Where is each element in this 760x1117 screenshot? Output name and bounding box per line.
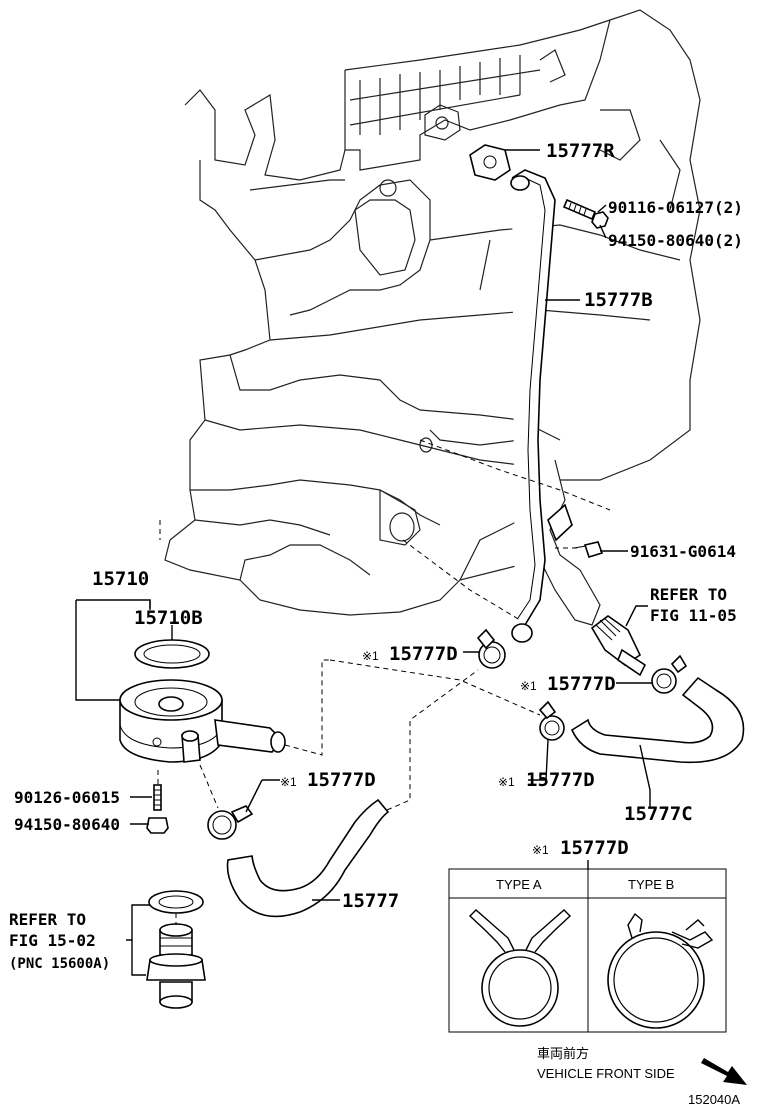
label-15777d-1: 15777D — [389, 643, 458, 665]
mark-d3: ※1 — [498, 775, 515, 789]
nut-94150 — [146, 817, 169, 834]
front-arrow-icon — [701, 1058, 747, 1085]
clamp-type-legend: ※1 15777D TYPE A TYPE B — [448, 837, 727, 1033]
engine-block-outline — [164, 9, 701, 626]
clamp-type-b-drawing — [607, 912, 714, 1029]
stud-90126 — [153, 784, 162, 811]
gasket-15710b — [134, 639, 210, 669]
direction-jp: 車両前方 — [537, 1046, 589, 1061]
label-15777d-4: 15777D — [307, 769, 376, 791]
pipe-15777b — [510, 169, 573, 643]
label-15777d-3: 15777D — [526, 769, 595, 791]
water-fitting — [590, 615, 647, 677]
label-refer-15-b: FIG 15-02 — [9, 931, 96, 950]
label-refer-15-c: (PNC 15600A) — [9, 956, 110, 972]
label-refer-15-a: REFER TO — [9, 910, 86, 929]
clamp-15777d-right — [651, 654, 688, 694]
bolt-90116 — [562, 198, 597, 221]
hose-15777c — [570, 676, 745, 764]
leader-lines — [75, 149, 652, 976]
legend-type-b: TYPE B — [628, 877, 674, 892]
legend-type-a: TYPE A — [496, 877, 542, 892]
mark-d4: ※1 — [280, 775, 297, 789]
clamp-type-a-drawing — [468, 909, 572, 1027]
direction-en: VEHICLE FRONT SIDE — [537, 1066, 675, 1081]
figure-id: 152040A — [688, 1092, 740, 1107]
clamp-15777d-lower-left — [207, 805, 254, 840]
label-15710: 15710 — [92, 568, 149, 590]
bolt-91631 — [573, 541, 604, 558]
label-94150: 94150-80640 — [14, 815, 120, 834]
label-15777d-2: 15777D — [547, 673, 616, 695]
clamp-15777d-upper — [476, 628, 506, 669]
union-bolt — [146, 890, 206, 1009]
label-15777r: 15777R — [546, 140, 615, 162]
label-91631: 91631-G0614 — [630, 542, 736, 561]
hose-15777 — [226, 798, 390, 918]
label-15710b: 15710B — [134, 607, 203, 629]
label-15777c: 15777C — [624, 803, 693, 825]
oil-cooler-15710 — [119, 679, 286, 763]
label-refer-11-b: FIG 11-05 — [650, 606, 737, 625]
mark-d2: ※1 — [520, 679, 537, 693]
nut-94150-top — [591, 211, 609, 229]
label-15777b: 15777B — [584, 289, 653, 311]
label-94150-top: 94150-80640(2) — [608, 231, 743, 250]
label-15777: 15777 — [342, 890, 399, 912]
clamp-15777d-mid — [538, 700, 565, 741]
legend-mark: ※1 — [532, 843, 549, 857]
label-90116: 90116-06127(2) — [608, 198, 743, 217]
gasket-15777r — [469, 144, 511, 181]
legend-title: 15777D — [560, 837, 629, 859]
label-90126: 90126-06015 — [14, 788, 120, 807]
mark-d1: ※1 — [362, 649, 379, 663]
vehicle-front-indicator: 車両前方 VEHICLE FRONT SIDE — [537, 1046, 747, 1085]
label-refer-11-a: REFER TO — [650, 585, 727, 604]
part-labels: 15777R 90116-06127(2) 94150-80640(2) 157… — [9, 140, 743, 972]
